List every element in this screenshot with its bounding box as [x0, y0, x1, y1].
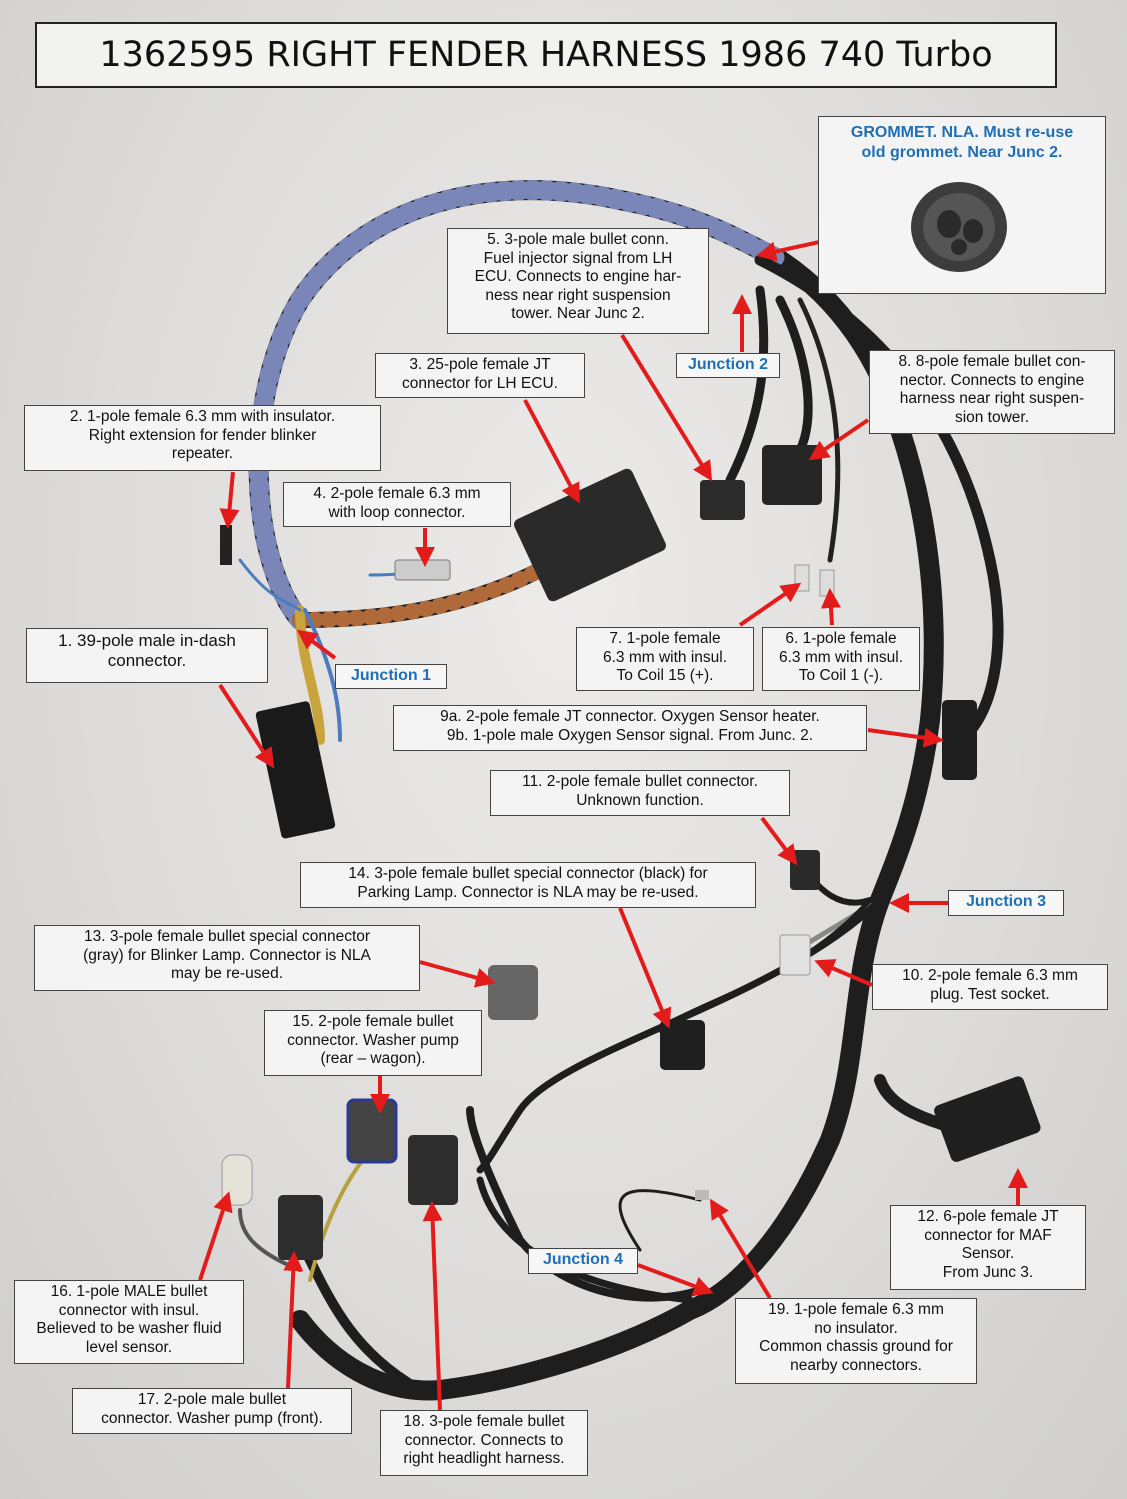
connector-4-icon [394, 559, 451, 581]
arrow-18 [422, 1201, 443, 1411]
connector-18-icon [408, 1135, 458, 1205]
label-connector-8: 8. 8-pole female bullet con- nector. Con… [869, 350, 1115, 434]
arrow-9 [867, 727, 944, 748]
label-connector-19: 19. 1-pole female 6.3 mm no insulator. C… [735, 1298, 977, 1384]
label-connector-7: 7. 1-pole female 6.3 mm with insul. To C… [576, 627, 754, 691]
label-connector-5: 5. 3-pole male bullet conn. Fuel injecto… [447, 228, 709, 334]
connector-shapes [220, 445, 1041, 1260]
label-connector-18: 18. 3-pole female bullet connector. Conn… [380, 1410, 588, 1476]
arrow-5 [620, 333, 713, 482]
arrow-j1 [296, 629, 337, 660]
label-connector-13: 13. 3-pole female bullet special connect… [34, 925, 420, 991]
connector-14-icon [660, 1020, 705, 1070]
connector-5-icon [700, 480, 745, 520]
label-connector-6: 6. 1-pole female 6.3 mm with insul. To C… [762, 627, 920, 691]
junction-3-label: Junction 3 [948, 890, 1064, 916]
page-title: 1362595 RIGHT FENDER HARNESS 1986 740 Tu… [35, 22, 1057, 88]
arrow-11 [760, 816, 798, 866]
junction-1-label: Junction 1 [335, 664, 447, 689]
arrow-6 [820, 588, 841, 626]
grommet-label: GROMMET. NLA. Must re-use old grommet. N… [850, 124, 1074, 161]
arrow-13 [419, 960, 496, 988]
label-connector-2: 2. 1-pole female 6.3 mm with insulator. … [24, 405, 381, 471]
connector-9-icon [942, 700, 977, 780]
label-connector-16: 16. 1-pole MALE bullet connector with in… [14, 1280, 244, 1364]
label-connector-10: 10. 2-pole female 6.3 mm plug. Test sock… [872, 964, 1108, 1010]
connector-19-icon [695, 1190, 709, 1200]
arrow-17 [283, 1251, 304, 1389]
arrow-j4 [637, 1263, 714, 1296]
connector-12-icon [934, 1076, 1041, 1162]
junction-2-label: Junction 2 [676, 353, 780, 378]
arrow-16 [198, 1191, 233, 1281]
connector-2-icon [220, 525, 232, 565]
label-connector-1: 1. 39-pole male in-dash connector. [26, 628, 268, 683]
pointer-arrows [198, 223, 1028, 1411]
label-connector-4: 4. 2-pole female 6.3 mm with loop connec… [283, 482, 511, 527]
connector-13-icon [488, 965, 538, 1020]
connector-17-icon [278, 1195, 323, 1260]
arrow-10 [814, 959, 873, 987]
connector-3-icon [514, 468, 666, 602]
connector-8-icon [762, 445, 822, 505]
arrow-2 [219, 471, 240, 529]
connector-11-icon [790, 850, 820, 890]
arrow-1 [218, 683, 275, 769]
arrow-8 [808, 418, 870, 461]
arrow-3 [523, 399, 580, 504]
label-connector-15: 15. 2-pole female bullet connector. Wash… [264, 1010, 482, 1076]
grommet-icon [911, 182, 1007, 272]
label-connector-14: 14. 3-pole female bullet special connect… [300, 862, 756, 908]
label-connector-11: 11. 2-pole female bullet connector. Unkn… [490, 770, 790, 816]
connector-15-icon [346, 1098, 398, 1164]
arrow-14 [618, 907, 672, 1029]
connector-10-icon [779, 934, 811, 976]
label-connector-12: 12. 6-pole female JT connector for MAF S… [890, 1205, 1086, 1290]
label-connector-9: 9a. 2-pole female JT connector. Oxygen S… [393, 705, 867, 751]
junction-4-label: Junction 4 [528, 1248, 638, 1274]
arrow-7 [738, 582, 802, 627]
arrow-19 [709, 1198, 772, 1300]
label-connector-17: 17. 2-pole male bullet connector. Washer… [72, 1388, 352, 1434]
grommet-panel: GROMMET. NLA. Must re-use old grommet. N… [818, 116, 1106, 294]
connector-1-icon [255, 701, 336, 839]
label-connector-3: 3. 25-pole female JT connector for LH EC… [375, 353, 585, 398]
